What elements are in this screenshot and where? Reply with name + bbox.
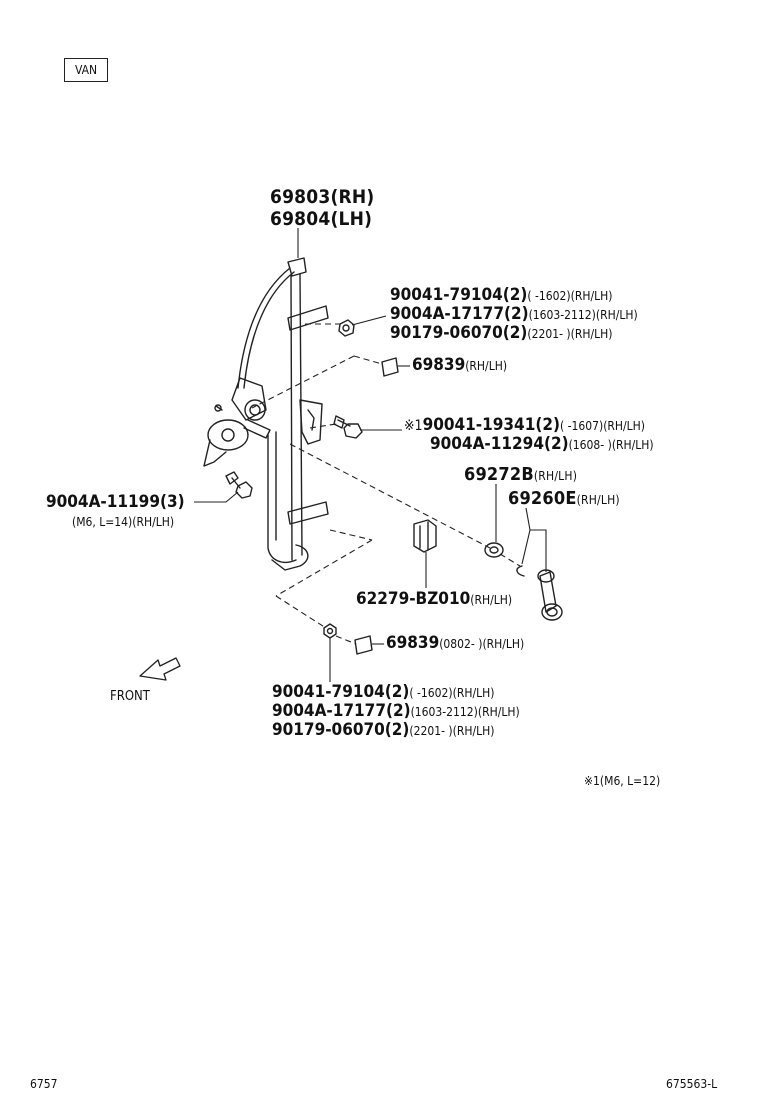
part-number: 69839: [412, 355, 466, 375]
part-number: 90041-79104(2): [390, 285, 528, 305]
part-number: 62279-BZ010: [356, 589, 471, 609]
part-number: 90179-06070(2): [390, 323, 528, 343]
part-number: 69260E: [508, 488, 577, 509]
page-number: 6757: [30, 1077, 58, 1091]
callout-handle: 69260E(RH/LH): [508, 490, 620, 508]
handle-shape: [537, 569, 563, 621]
callout-lower-bolt-3: 90179-06070(2)(2201- )(RH/LH): [272, 722, 494, 739]
left-bolt-shape: [225, 471, 253, 499]
assembly-dashed-lines: [251, 323, 521, 645]
callout-lower-bolt-2: 9004A-17177(2)(1603-2112)(RH/LH): [272, 703, 520, 720]
callout-regulator-rh: 69803(RH): [270, 186, 375, 208]
variant-label: VAN: [74, 63, 98, 77]
part-number: 69272B: [464, 464, 534, 485]
part-note: (RH/LH): [576, 493, 620, 507]
footnote-mark: ※1: [404, 418, 423, 434]
part-number: 90179-06070(2): [272, 720, 410, 740]
clip-upper-shape: [381, 357, 399, 377]
part-note: (2201- )(RH/LH): [527, 327, 613, 341]
part-number: 90041-19341(2): [422, 415, 560, 435]
part-note: ( -1602)(RH/LH): [409, 686, 495, 700]
callout-clip-upper: 69839(RH/LH): [412, 357, 507, 374]
footnote: ※1(M6, L=12): [584, 774, 661, 788]
regulator-cable: [237, 267, 291, 389]
variant-label-box: VAN: [64, 58, 108, 82]
callout-clip-lower: 69839(0802- )(RH/LH): [386, 635, 524, 652]
motor-bolt-shape: [333, 415, 363, 439]
part-note: (1608- )(RH/LH): [568, 438, 654, 452]
part-note: (RH/LH): [470, 593, 513, 607]
callout-regulator-lh: 69804(LH): [270, 208, 373, 230]
regulator-rail: [267, 257, 329, 571]
callout-upper-bolt-2: 9004A-17177(2)(1603-2112)(RH/LH): [390, 306, 638, 323]
rail-nut-lower: [323, 623, 337, 639]
part-number: 9004A-17177(2): [272, 701, 411, 721]
part-note: (RH/LH): [533, 469, 578, 483]
part-number: 9004A-11294(2): [430, 434, 569, 454]
callout-upper-bolt-3: 90179-06070(2)(2201- )(RH/LH): [390, 325, 612, 342]
front-label: FRONT: [110, 689, 150, 704]
rail-nut-upper: [338, 319, 355, 337]
part-number: 9004A-17177(2): [390, 304, 529, 324]
bushing-shape: [484, 542, 504, 558]
callout-lower-bolt-1: 90041-79104(2)( -1602)(RH/LH): [272, 684, 494, 701]
callout-motor-bolt-2: 9004A-11294(2)(1608- )(RH/LH): [430, 436, 654, 453]
callout-cushion: 62279-BZ010(RH/LH): [356, 591, 512, 608]
callout-bushing: 69272B(RH/LH): [464, 466, 577, 484]
callout-motor-bolt-1: ※190041-19341(2)( -1607)(RH/LH): [404, 417, 645, 434]
front-arrow-icon: [139, 657, 181, 681]
part-note: (2201- )(RH/LH): [409, 724, 495, 738]
part-note: ( -1607)(RH/LH): [559, 419, 646, 433]
part-note: (0802- )(RH/LH): [439, 637, 525, 651]
figure-id: 675563-L: [666, 1077, 718, 1091]
callout-left-bolt-note: (M6, L=14)(RH/LH): [72, 515, 175, 529]
part-note: ( -1602)(RH/LH): [527, 289, 613, 303]
part-number: 90041-79104(2): [272, 682, 410, 702]
callout-upper-bolt-1: 90041-79104(2)( -1602)(RH/LH): [390, 287, 612, 304]
part-number: 69839: [386, 633, 440, 653]
callout-left-bolt: 9004A-11199(3): [46, 492, 185, 512]
part-note: (1603-2112)(RH/LH): [528, 308, 638, 322]
part-note: (1603-2112)(RH/LH): [410, 705, 520, 719]
clip-lower-shape: [354, 635, 373, 655]
cushion-shape: [413, 519, 437, 553]
leader-lines: [194, 228, 547, 682]
snap-ring-shape: [516, 565, 525, 577]
regulator-motor: [203, 377, 271, 467]
part-note: (RH/LH): [465, 359, 508, 373]
